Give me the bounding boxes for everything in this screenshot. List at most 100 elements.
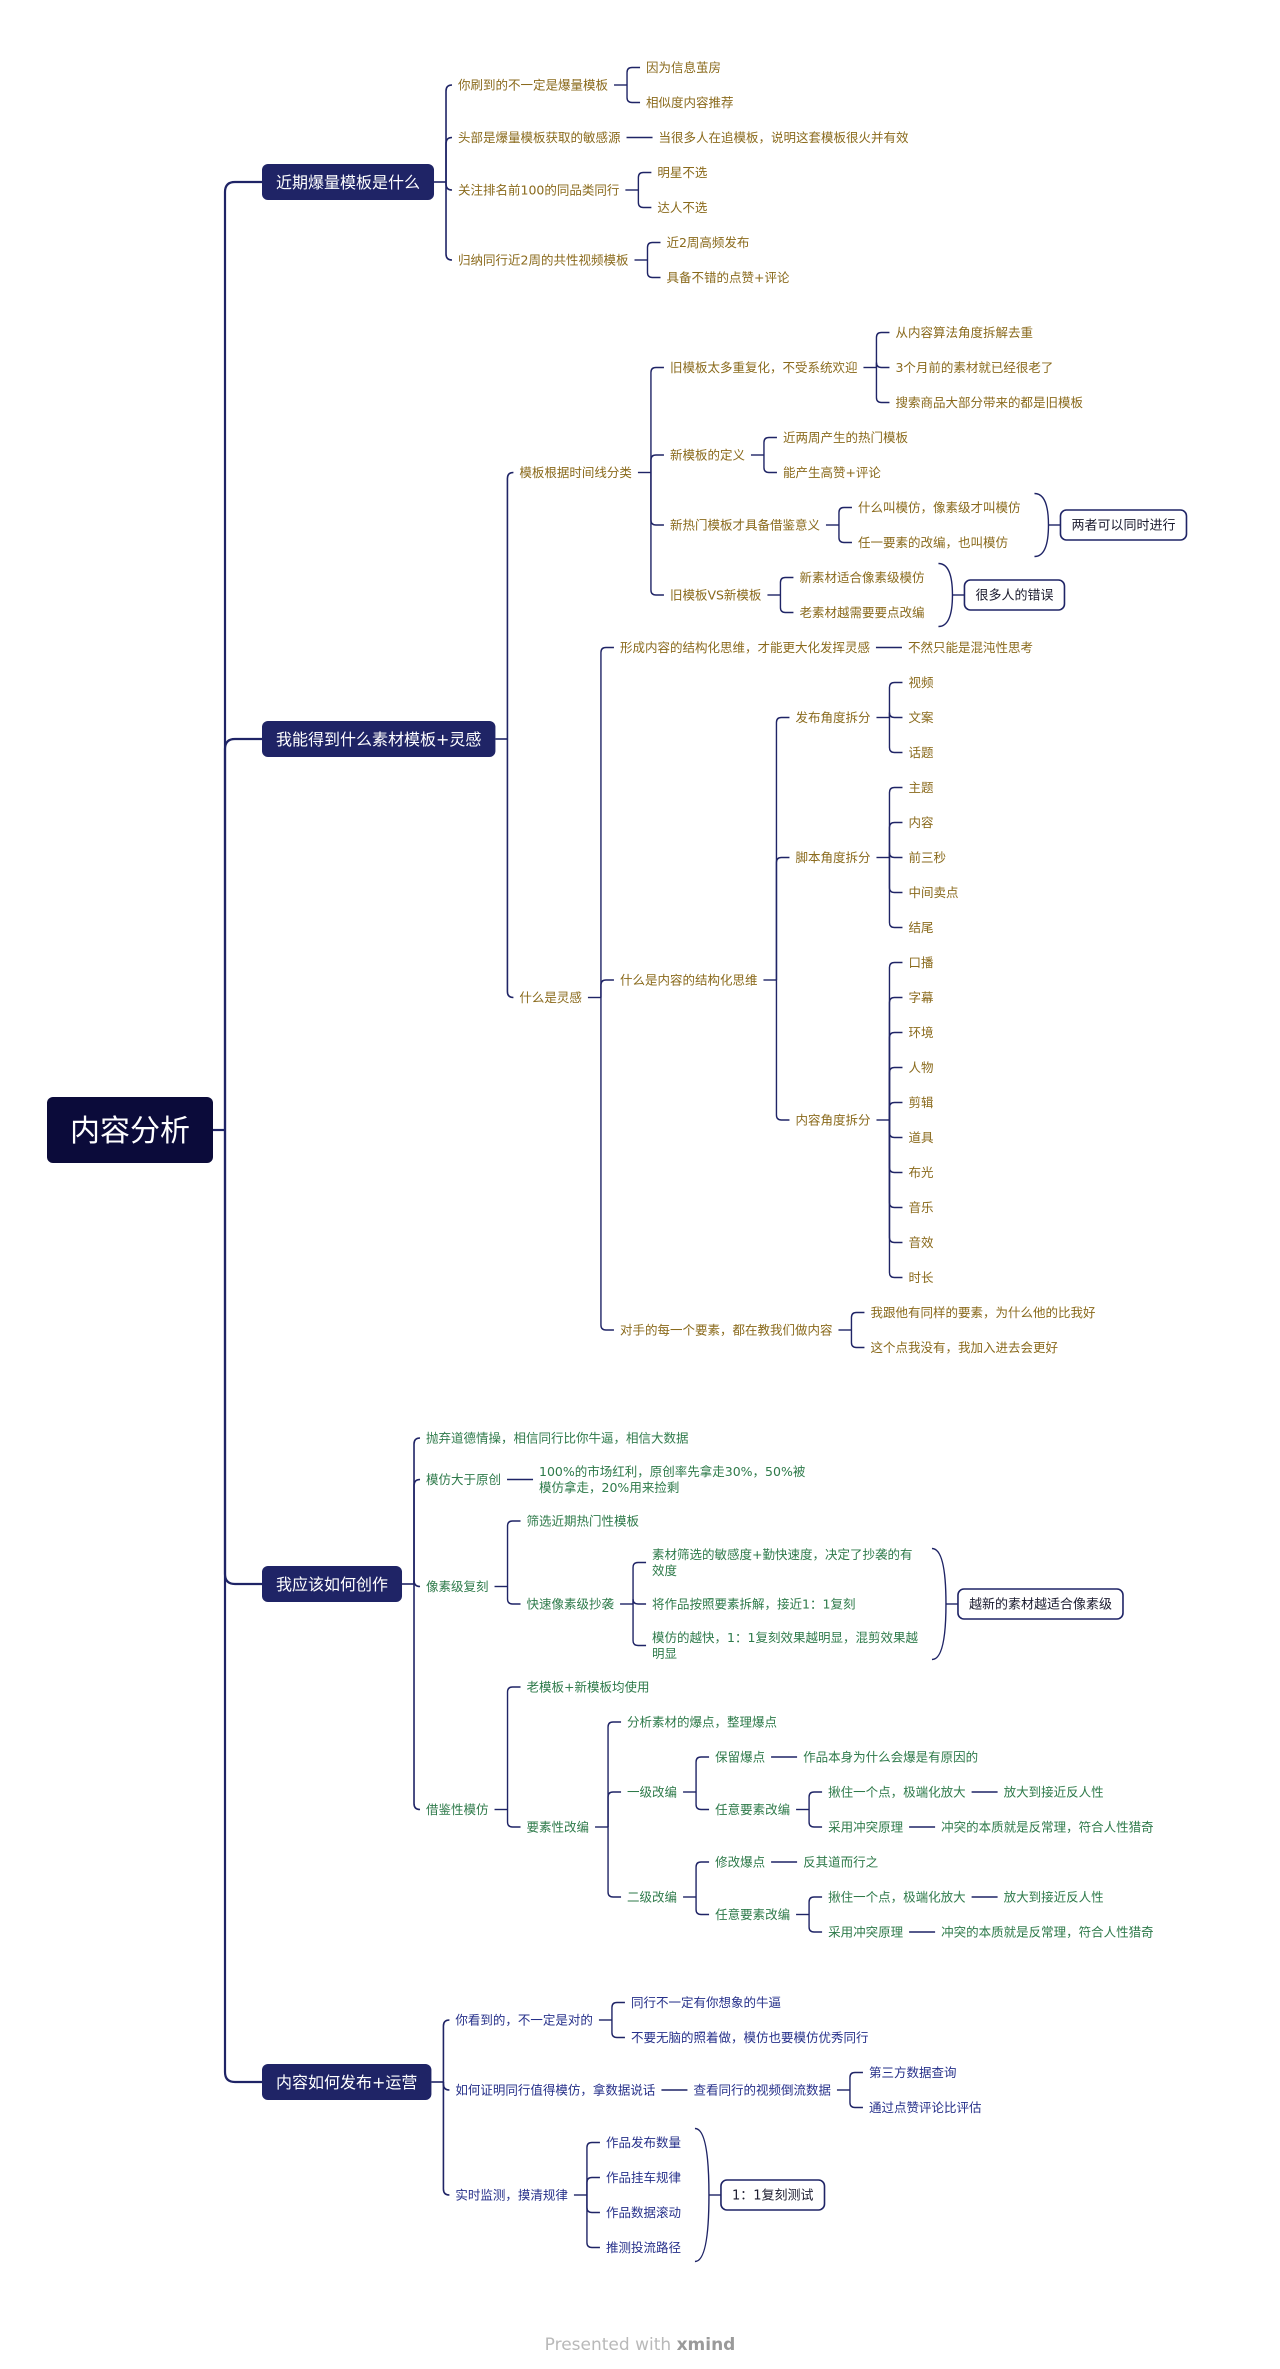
connector bbox=[779, 576, 794, 595]
branch-topic-label: 内容如何发布+运营 bbox=[276, 2073, 417, 2092]
connector bbox=[849, 2090, 863, 2109]
topic-child-child-label: 第三方数据查询 bbox=[869, 2065, 957, 2080]
topic-child-label: 筛选近期热门性模板 bbox=[527, 1514, 640, 1529]
topic-child-label: 近2周高频发布 bbox=[666, 235, 749, 250]
connector bbox=[442, 2082, 450, 2091]
topic-child-label: 当很多人在追模板，说明这套模板很火并有效 bbox=[659, 130, 910, 145]
connector bbox=[611, 2020, 625, 2039]
topic-child-child-child-label: 任意要素改编 bbox=[715, 1802, 790, 1817]
connector bbox=[607, 1721, 622, 1827]
connector bbox=[600, 646, 614, 998]
connector bbox=[413, 1478, 421, 1584]
connector bbox=[888, 1120, 903, 1139]
watermark-prefix: Presented with bbox=[544, 2335, 672, 2355]
topic-child-label: 相似度内容推荐 bbox=[646, 95, 734, 110]
topic-child-label: 新热门模板才具备借鉴意义 bbox=[670, 518, 821, 533]
topic-child-child-label: 模仿的越快，1：1复刻效果越明显，混剪效果越明显 bbox=[652, 1630, 918, 1661]
connector bbox=[650, 366, 664, 473]
topic-child-child-label: 一级改编 bbox=[627, 1785, 677, 1800]
summary-brace bbox=[931, 1547, 947, 1661]
connector bbox=[506, 1809, 521, 1828]
topic-label: 什么是灵感 bbox=[519, 990, 582, 1005]
connector bbox=[586, 2195, 600, 2214]
topic-child-child-label: 近两周产生的热门模板 bbox=[783, 430, 909, 445]
connector bbox=[506, 471, 514, 739]
connector bbox=[442, 2019, 450, 2082]
summary-brace bbox=[694, 2127, 710, 2263]
topic-child-child-child-label: 环境 bbox=[908, 1025, 933, 1040]
topic-child-label: 新模板的定义 bbox=[670, 448, 746, 463]
topic-child-child-child-label: 视频 bbox=[908, 675, 934, 690]
topic-child-label: 具备不错的点赞+评论 bbox=[666, 270, 789, 285]
topic-child-label: 快速像素级抄袭 bbox=[527, 1597, 615, 1612]
connector bbox=[850, 1330, 865, 1349]
topic-child-child-child-label: 任意要素改编 bbox=[715, 1907, 790, 1922]
branch-topic-label: 我能得到什么素材模板+灵感 bbox=[276, 730, 481, 749]
topic-child-child-child-label: 剪辑 bbox=[908, 1095, 933, 1110]
connector bbox=[626, 66, 641, 85]
root-topic-label: 内容分析 bbox=[70, 1114, 190, 1149]
connector bbox=[888, 961, 903, 1120]
connector bbox=[445, 84, 453, 182]
topic-child-label: 达人不选 bbox=[657, 200, 708, 215]
connector bbox=[413, 1580, 421, 1588]
topic-child-child-label: 不然只能是混沌性思考 bbox=[908, 640, 1033, 655]
branch-topic[interactable] bbox=[262, 721, 496, 757]
connector bbox=[586, 2195, 600, 2249]
connector bbox=[695, 1792, 710, 1811]
topic-child-child-label: 分析素材的爆点，整理爆点 bbox=[627, 1715, 777, 1730]
topic-child-child-child-label: 布光 bbox=[908, 1165, 933, 1180]
connector bbox=[506, 739, 514, 999]
connector bbox=[779, 595, 794, 614]
topic-child-child-label: 二级改编 bbox=[627, 1890, 677, 1905]
connector bbox=[838, 506, 852, 525]
topic-child-child-child-child-label: 反其道而行之 bbox=[803, 1855, 879, 1870]
topic-child-child-label: 发布角度拆分 bbox=[795, 710, 870, 725]
connector bbox=[646, 241, 661, 260]
connector bbox=[413, 1437, 421, 1584]
topic-label: 你看到的，不一定是对的 bbox=[455, 2013, 593, 2028]
connector bbox=[775, 856, 790, 980]
summary-label: 很多人的错误 bbox=[975, 588, 1053, 604]
topic-child-label: 不要无脑的照着做，模仿也要模仿优秀同行 bbox=[631, 2030, 869, 2045]
summary-label: 越新的素材越适合像素级 bbox=[969, 1597, 1112, 1613]
topic-child-child-label: 新素材适合像素级模仿 bbox=[799, 570, 924, 585]
topic-child-label: 作品挂车规律 bbox=[606, 2170, 681, 2185]
branch-topic-label: 我应该如何创作 bbox=[276, 1575, 388, 1594]
root-topic[interactable] bbox=[47, 1097, 213, 1163]
connector bbox=[888, 1120, 903, 1244]
topic-child-child-child-label: 文案 bbox=[908, 710, 934, 725]
topic-child-label-line: 模仿拿走，20%用来捡剩 bbox=[539, 1480, 679, 1495]
topic-label: 如何证明同行值得模仿，拿数据说话 bbox=[455, 2083, 655, 2098]
connector bbox=[808, 1896, 823, 1915]
topic-child-child-label: 什么叫模仿，像素级才叫模仿 bbox=[858, 500, 1021, 515]
topic-label: 头部是爆量模板获取的敏感源 bbox=[458, 130, 621, 145]
branch-topic[interactable] bbox=[262, 164, 435, 200]
connector bbox=[445, 136, 453, 182]
topic-label: 模板根据时间线分类 bbox=[519, 465, 632, 480]
branch-topic[interactable] bbox=[262, 1566, 403, 1602]
topic-child-label: 对手的每一个要素，都在教我们做内容 bbox=[620, 1323, 833, 1338]
summary-callout bbox=[963, 579, 1066, 611]
topic-child-child-child-child-label: 采用冲突原理 bbox=[828, 1820, 904, 1835]
topic-label: 你刷到的不一定是爆量模板 bbox=[458, 78, 609, 93]
topic-child-child-child-label: 人物 bbox=[908, 1060, 933, 1075]
connector bbox=[586, 2176, 600, 2195]
watermark-brand: xmind bbox=[676, 2335, 736, 2355]
connector bbox=[763, 436, 777, 455]
summary-callout bbox=[1059, 509, 1188, 541]
connector bbox=[586, 2141, 600, 2195]
connector bbox=[888, 852, 903, 859]
topic-child-child-child-label: 修改爆点 bbox=[715, 1855, 765, 1870]
topic-child-child-child-child-child-label: 放大到接近反人性 bbox=[1004, 1890, 1104, 1905]
topic-child-child-label: 内容角度拆分 bbox=[795, 1113, 870, 1128]
connector bbox=[413, 1584, 421, 1811]
topic-child-label: 旧模板VS新模板 bbox=[670, 588, 762, 603]
topic-child-label: 什么是内容的结构化思维 bbox=[620, 973, 758, 988]
topic-child-child-label: 脚本角度拆分 bbox=[795, 850, 870, 865]
connector bbox=[650, 472, 664, 596]
branch-topic[interactable] bbox=[262, 2064, 432, 2100]
connector bbox=[626, 85, 641, 104]
